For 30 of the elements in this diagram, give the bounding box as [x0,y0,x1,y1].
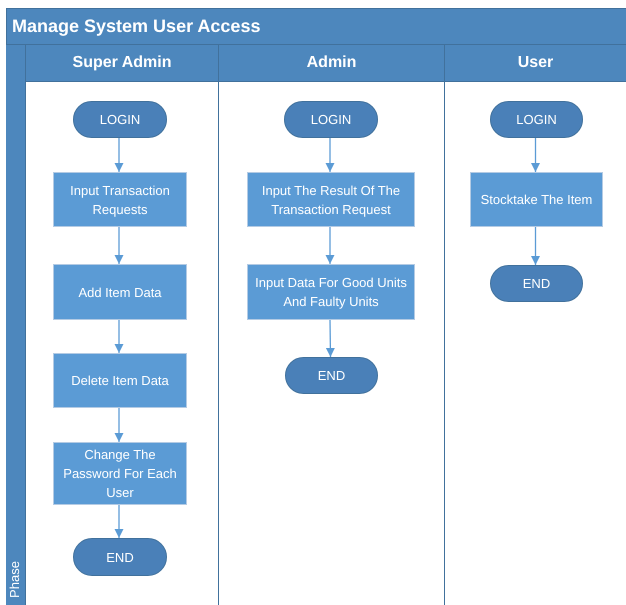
terminal-node: END [490,265,583,302]
arrow [325,138,335,172]
swimlane [25,45,218,605]
process-box: Change The Password For Each User [53,442,187,505]
process-box: Input Transaction Requests [53,172,187,227]
swimlane [444,45,626,605]
arrow [530,138,540,172]
arrow [114,320,124,353]
phase-label: Phase [6,561,22,598]
terminal-node: LOGIN [73,101,167,138]
terminal-node: END [73,538,167,576]
process-box: Add Item Data [53,264,187,320]
process-box: Input The Result Of The Transaction Request [247,172,415,227]
arrow [114,408,124,442]
arrow [114,227,124,264]
process-box: Stocktake The Item [470,172,603,227]
arrow [114,138,124,172]
swimlane [218,45,444,605]
arrow [325,227,335,264]
process-box: Delete Item Data [53,353,187,408]
lane-header: User [445,45,626,82]
terminal-node: LOGIN [490,101,583,138]
process-box: Input Data For Good Units And Faulty Units [247,264,415,320]
arrow [326,320,335,357]
arrow [530,227,540,265]
terminal-node: END [285,357,378,394]
terminal-node: LOGIN [284,101,378,138]
arrow [114,505,124,538]
lane-header: Super Admin [26,45,218,82]
lane-header: Admin [219,45,444,82]
